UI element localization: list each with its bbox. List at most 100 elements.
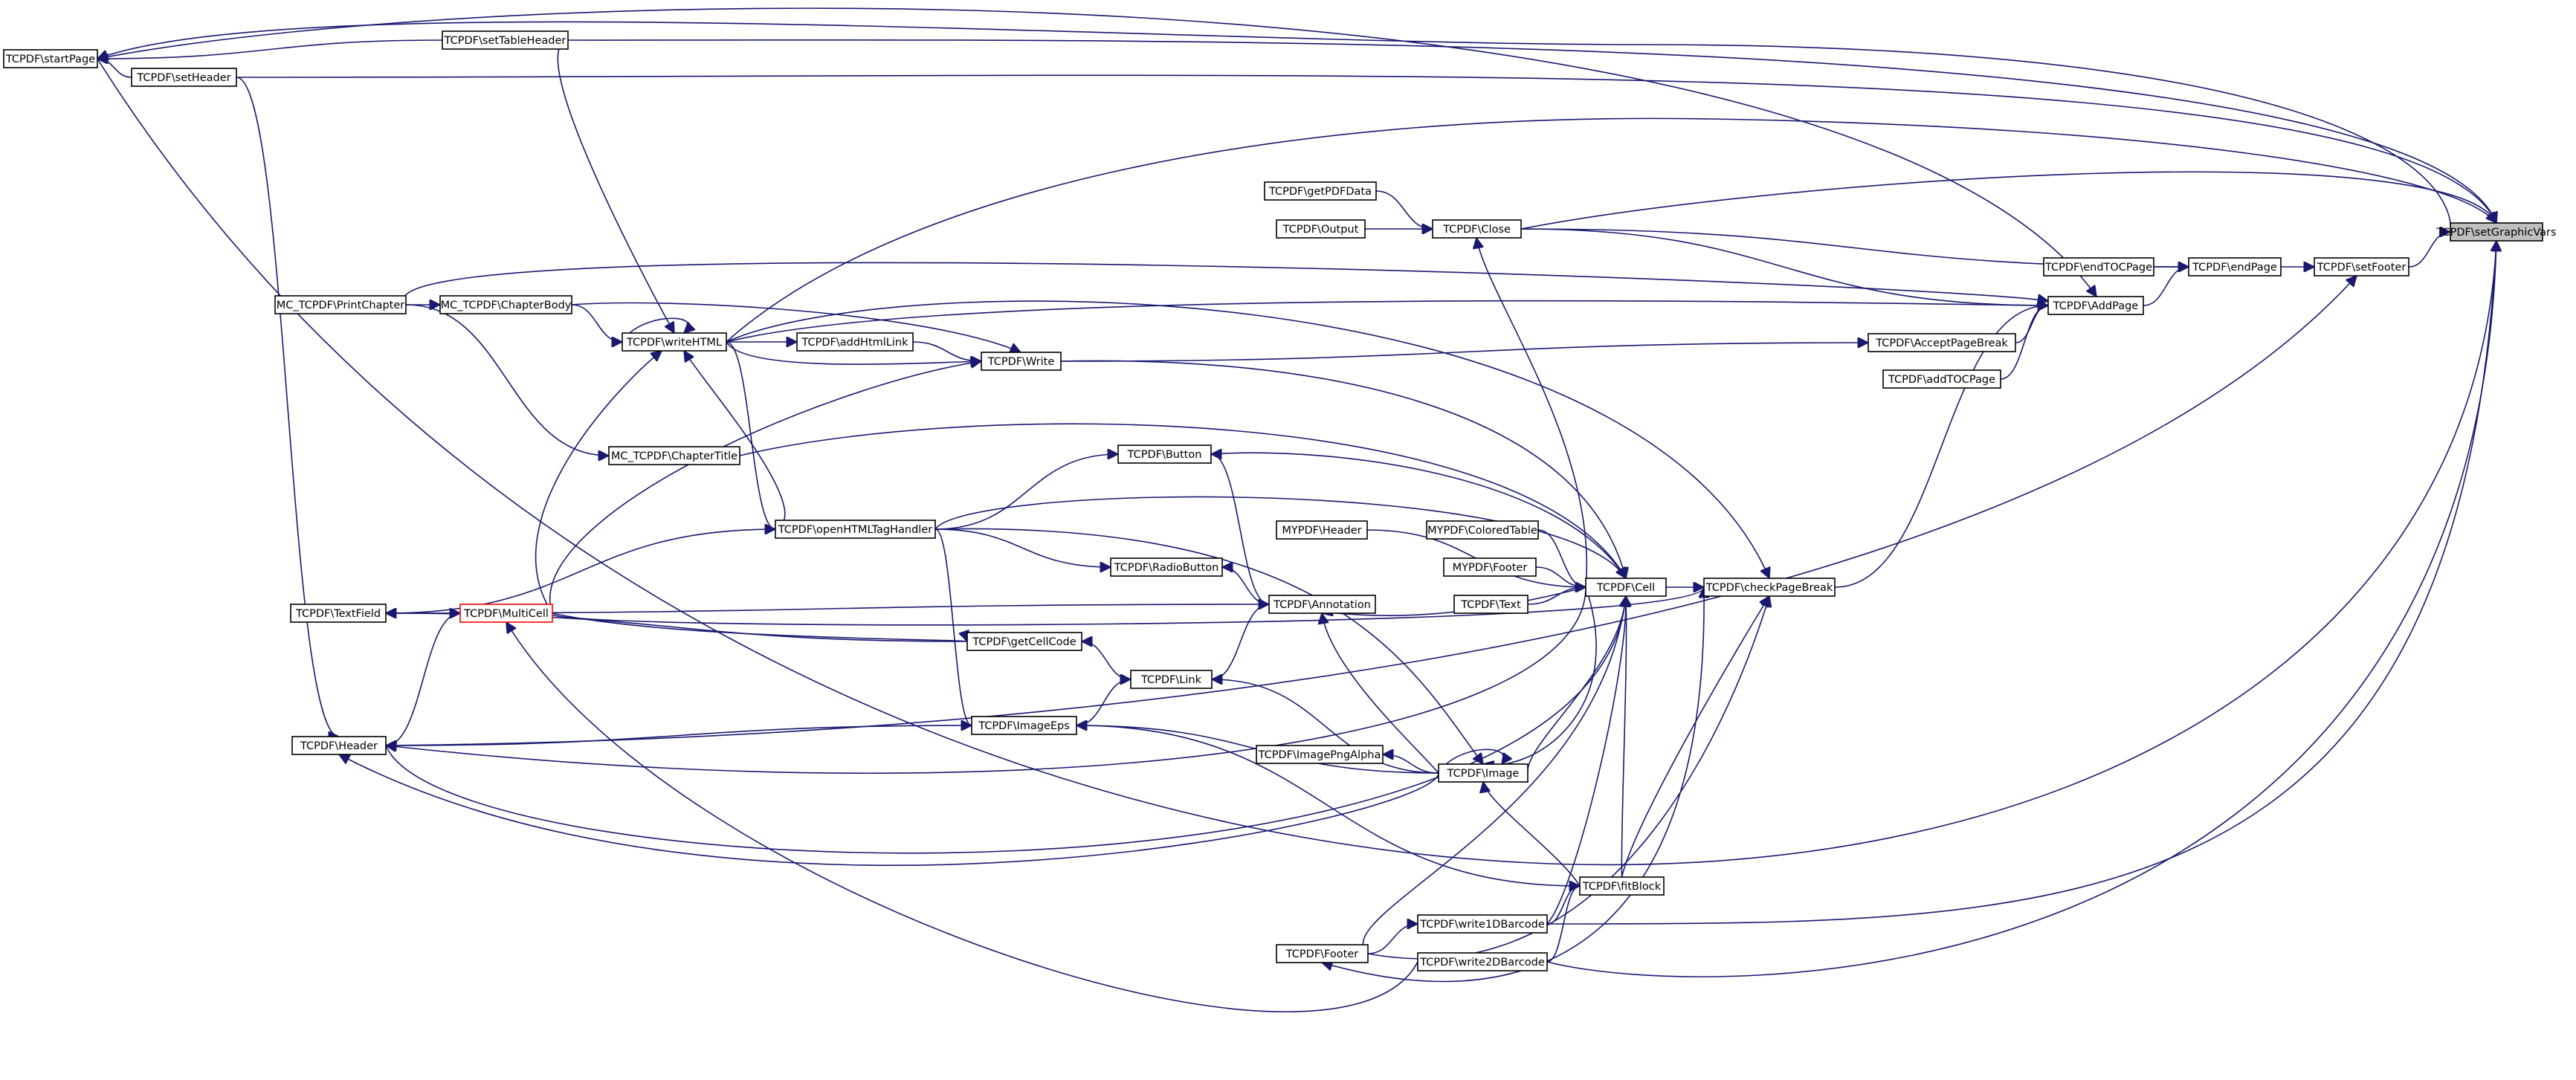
node-TextField[interactable]: TCPDF\TextField	[290, 604, 387, 623]
node-ImagePngAlpha[interactable]: TCPDF\ImagePngAlpha	[1256, 745, 1384, 764]
node-Output[interactable]: TCPDF\Output	[1276, 219, 1366, 239]
edge-path	[549, 361, 981, 614]
node-box	[1110, 557, 1223, 577]
edge-path	[1520, 228, 2048, 305]
node-setGraphicVars[interactable]: TCPDF\setGraphicVars	[2435, 222, 2557, 242]
edge-path	[1834, 305, 2048, 588]
node-AcceptPageBreak[interactable]: TCPDF\AcceptPageBreak	[1868, 333, 2016, 352]
edge-path	[339, 754, 1439, 867]
edge-fitBlock-to-Cell	[1621, 596, 1626, 878]
node-label: TCPDF\setHeader	[136, 72, 230, 84]
edge-Link-to-getCellCode	[1081, 641, 1132, 680]
edge-path	[97, 39, 443, 59]
node-label: TCPDF\writeHTML	[626, 337, 722, 349]
node-Close[interactable]: TCPDF\Close	[1432, 219, 1522, 239]
node-PrintChapter[interactable]: MC_TCPDF\PrintChapter	[274, 295, 407, 314]
edge-Image-to-Annotation	[1322, 613, 1439, 774]
node-addTOCPage[interactable]: TCPDF\addTOCPage	[1882, 369, 2001, 389]
node-MultiCell[interactable]: TCPDF\MultiCell	[459, 604, 553, 623]
node-checkPageBreak[interactable]: TCPDF\checkPageBreak	[1703, 578, 1836, 597]
node-endPage[interactable]: TCPDF\endPage	[2188, 257, 2282, 277]
node-RadioButton[interactable]: TCPDF\RadioButton	[1110, 557, 1223, 577]
edge-Header-to-Cell	[385, 596, 1626, 854]
node-addHtmlLink[interactable]: TCPDF\addHtmlLink	[796, 332, 914, 352]
node-box	[1417, 914, 1548, 934]
node-MYHeader[interactable]: MYPDF\Header	[1276, 520, 1368, 540]
edge-setTableHeader-to-setGraphicVars	[567, 39, 2496, 223]
node-Annotation[interactable]: TCPDF\Annotation	[1268, 595, 1376, 614]
edge-path	[934, 496, 1626, 578]
edge-Write-to-Cell	[1060, 360, 1626, 578]
edge-path	[571, 304, 622, 342]
node-setFooter[interactable]: TCPDF\setFooter	[2314, 257, 2409, 277]
edge-path	[1476, 238, 1588, 588]
node-box	[1426, 520, 1539, 540]
node-label: TCPDF\setGraphicVars	[2435, 227, 2556, 239]
node-startPage[interactable]: TCPDF\startPage	[3, 49, 98, 68]
node-label: TCPDF\write2DBarcode	[1419, 957, 1545, 969]
edge-path	[1367, 924, 1418, 954]
edges-layer	[97, 7, 2496, 1012]
node-label: TCPDF\Output	[1282, 224, 1359, 236]
edge-path	[1322, 586, 1705, 983]
node-ChapterBody[interactable]: MC_TCPDF\ChapterBody	[439, 295, 572, 314]
node-Image[interactable]: TCPDF\Image	[1438, 763, 1529, 783]
edge-path	[934, 528, 972, 725]
node-Header[interactable]: TCPDF\Header	[291, 736, 387, 755]
edge-startPage-to-AddPage	[97, 7, 2096, 297]
node-Button[interactable]: TCPDF\Button	[1117, 444, 1212, 464]
edge-getPDFData-to-Close	[1375, 190, 1433, 229]
node-ImageEps[interactable]: TCPDF\ImageEps	[971, 716, 1077, 735]
node-write1DBarcode[interactable]: TCPDF\write1DBarcode	[1417, 914, 1548, 934]
edge-Image-to-Cell	[1527, 596, 1626, 774]
edge-path	[1076, 725, 1581, 887]
node-Footer[interactable]: TCPDF\Footer	[1276, 944, 1369, 963]
node-box	[1443, 557, 1537, 577]
node-Write[interactable]: TCPDF\Write	[981, 352, 1062, 371]
node-box	[274, 295, 407, 314]
node-box	[966, 632, 1082, 651]
edge-path	[1546, 241, 2496, 977]
node-box	[1438, 763, 1529, 783]
node-endTOCPage[interactable]: TCPDF\endTOCPage	[2043, 257, 2154, 277]
node-getPDFData[interactable]: TCPDF\getPDFData	[1264, 181, 1377, 201]
node-Text[interactable]: TCPDF\Text	[1453, 595, 1529, 614]
node-Link[interactable]: TCPDF\Link	[1130, 670, 1213, 689]
edge-addHtmlLink-to-Write	[912, 341, 981, 361]
edge-setHeader-to-setGraphicVars	[236, 74, 2496, 223]
node-label: MYPDF\Header	[1282, 525, 1361, 537]
node-label: TCPDF\startPage	[5, 54, 95, 65]
node-setHeader[interactable]: TCPDF\setHeader	[131, 68, 237, 87]
edge-path	[386, 586, 1586, 775]
node-label: MC_TCPDF\ChapterTitle	[611, 450, 737, 462]
node-label: MYPDF\Footer	[1453, 562, 1528, 574]
node-MYFooter[interactable]: MYPDF\Footer	[1443, 557, 1537, 577]
node-getCellCode[interactable]: TCPDF\getCellCode	[966, 632, 1082, 651]
node-write2DBarcode[interactable]: TCPDF\write2DBarcode	[1417, 952, 1548, 971]
node-writeHTML[interactable]: TCPDF\writeHTML	[622, 332, 727, 352]
edge-PrintChapter-to-AddPage	[403, 262, 2048, 305]
edge-ChapterTitle-to-Cell	[739, 423, 1626, 578]
edge-Cell-to-Close	[1476, 238, 1588, 588]
edge-path	[97, 7, 2096, 297]
node-ChapterTitle[interactable]: MC_TCPDF\ChapterTitle	[608, 446, 740, 465]
edge-Button-to-Cell	[1210, 452, 1626, 578]
node-label: TCPDF\endTOCPage	[2044, 262, 2152, 274]
node-openHTMLTagHandler[interactable]: TCPDF\openHTMLTagHandler	[775, 520, 936, 539]
node-AddPage[interactable]: TCPDF\AddPage	[2047, 296, 2144, 315]
node-fitBlock[interactable]: TCPDF\fitBlock	[1579, 876, 1665, 896]
node-Cell[interactable]: TCPDF\Cell	[1585, 578, 1667, 597]
edge-fitBlock-to-ImageEps	[1076, 725, 1581, 887]
edge-writeHTML-to-setGraphicVars	[726, 117, 2496, 343]
node-box	[2047, 296, 2144, 315]
edge-checkPageBreak-to-AddPage	[1834, 305, 2048, 588]
node-setTableHeader[interactable]: TCPDF\setTableHeader	[442, 30, 569, 50]
node-label: TCPDF\TextField	[295, 608, 381, 620]
edge-path	[739, 423, 1626, 578]
node-label: TCPDF\RadioButton	[1114, 562, 1219, 574]
edge-openHTMLTagHandler-to-TextField	[386, 528, 776, 613]
node-ColoredTable[interactable]: MYPDF\ColoredTable	[1426, 520, 1539, 540]
edge-path	[385, 596, 1626, 854]
node-label: TCPDF\Footer	[1285, 948, 1358, 960]
node-box	[981, 352, 1062, 371]
